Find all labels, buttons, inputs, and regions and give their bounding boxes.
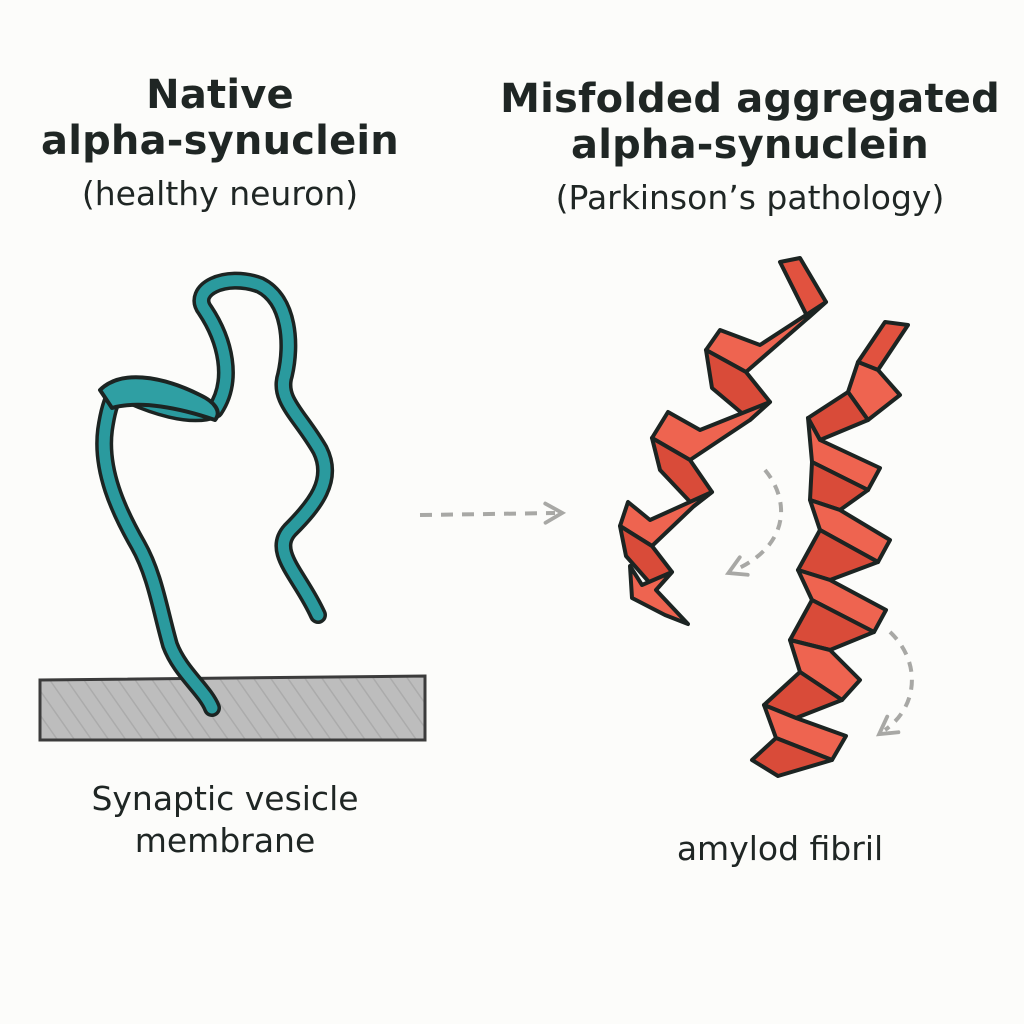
membrane <box>38 674 427 742</box>
misfolded-helix-left <box>618 256 828 626</box>
membrane-caption-line2: membrane <box>134 821 316 860</box>
native-protein <box>95 271 335 717</box>
fibril-caption-text: amylod fibril <box>676 829 884 868</box>
misfolded-title-line2: alpha-synuclein <box>571 122 929 168</box>
misfolded-helix-right <box>750 320 910 778</box>
native-subtitle: (healthy neuron) <box>81 174 359 213</box>
membrane-caption-line1: Synaptic vesicle <box>91 779 359 818</box>
misfolded-subtitle: (Parkinson’s pathology) <box>555 178 945 217</box>
misfolded-title-line1: Misfolded aggregated <box>500 76 1000 122</box>
native-title-line2: alpha-synuclein <box>41 118 399 164</box>
misfolded-heading: Misfolded aggregated alpha-synuclein (Pa… <box>495 76 1005 220</box>
aggregation-arrow-lower <box>875 630 914 737</box>
membrane-caption: Synaptic vesicle membrane <box>60 778 390 862</box>
aggregation-arrow-upper <box>724 468 784 577</box>
transition-arrow <box>419 501 567 525</box>
native-heading: Native alpha-synuclein (healthy neuron) <box>10 72 430 216</box>
fibril-caption: amylod fibril <box>610 828 950 870</box>
native-title-line1: Native <box>146 72 294 118</box>
